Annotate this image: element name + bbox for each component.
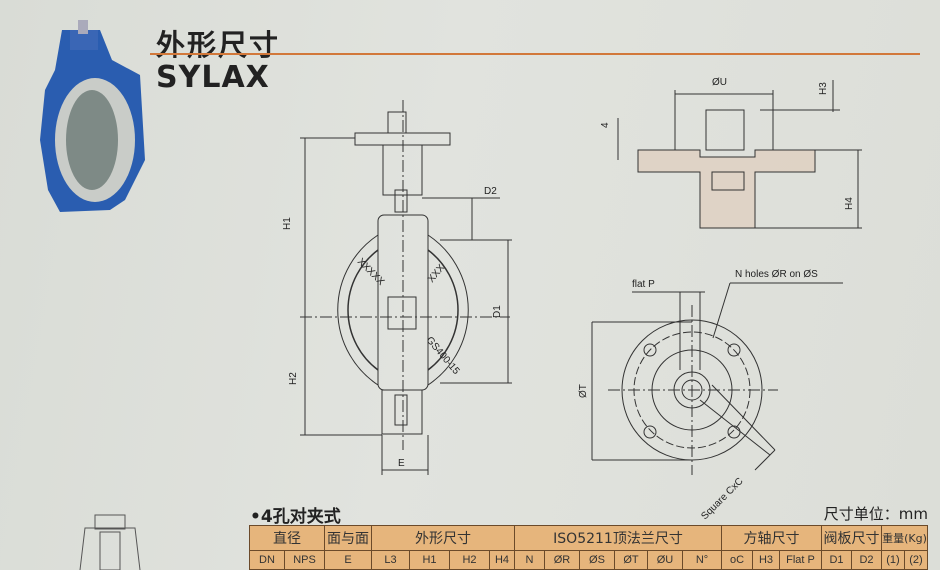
valve-product-image: [40, 20, 145, 212]
product-name: SYLAX: [156, 60, 270, 95]
unit-label: 尺寸单位：mm: [823, 505, 928, 523]
column-header-cell: ØT: [614, 550, 648, 570]
column-header-cell: ØR: [544, 550, 580, 570]
column-header-cell: D1: [821, 550, 852, 570]
dim-d2: D2: [484, 186, 497, 197]
column-header-cell: N: [514, 550, 545, 570]
column-header-cell: D2: [851, 550, 882, 570]
disc-marking-left: XXXXX: [355, 256, 387, 288]
valve-thumbnail: [79, 514, 141, 570]
group-header-cell: 面与面: [324, 525, 372, 551]
column-header-cell: H4: [489, 550, 515, 570]
group-header-cell: 外形尺寸: [371, 525, 515, 551]
column-header-cell: DN: [249, 550, 285, 570]
dim-h1: H1: [282, 217, 293, 230]
column-header-cell: (2): [904, 550, 928, 570]
column-header-cell: E: [324, 550, 372, 570]
column-header-cell: (1): [881, 550, 905, 570]
label-holes: N holes ØR on ØS: [735, 269, 818, 280]
dim-h4: H4: [844, 197, 855, 210]
column-header-cell: L3: [371, 550, 410, 570]
dim-4: 4: [600, 122, 611, 128]
group-header-cell: 重量(Kg): [881, 525, 928, 551]
dim-d1: D1: [492, 305, 503, 318]
column-header-cell: ØU: [647, 550, 683, 570]
dim-h3: H3: [818, 82, 829, 95]
column-header-cell: oC: [721, 550, 753, 570]
title-divider: [150, 53, 920, 55]
section-title: •4孔对夹式: [250, 507, 341, 527]
group-header-cell: 直径: [249, 525, 325, 551]
column-header-cell: H2: [449, 550, 490, 570]
column-header-cell: H1: [409, 550, 450, 570]
dim-h2: H2: [288, 372, 299, 385]
column-header-cell: H3: [752, 550, 780, 570]
column-header-cell: Flat P: [779, 550, 822, 570]
group-header-cell: ISO5211顶法兰尺寸: [514, 525, 722, 551]
group-header-cell: 阀板尺寸: [821, 525, 882, 551]
page-title: 外形尺寸: [156, 28, 281, 62]
dim-u: ØU: [712, 77, 727, 88]
dim-t: ØT: [578, 384, 589, 398]
column-header-cell: N°: [682, 550, 722, 570]
group-header-cell: 方轴尺寸: [721, 525, 822, 551]
column-header-cell: NPS: [284, 550, 325, 570]
column-header-cell: ØS: [579, 550, 615, 570]
dim-e: E: [398, 458, 405, 469]
label-flat-p: flat P: [632, 279, 655, 290]
label-square: Square CxC: [699, 476, 745, 522]
